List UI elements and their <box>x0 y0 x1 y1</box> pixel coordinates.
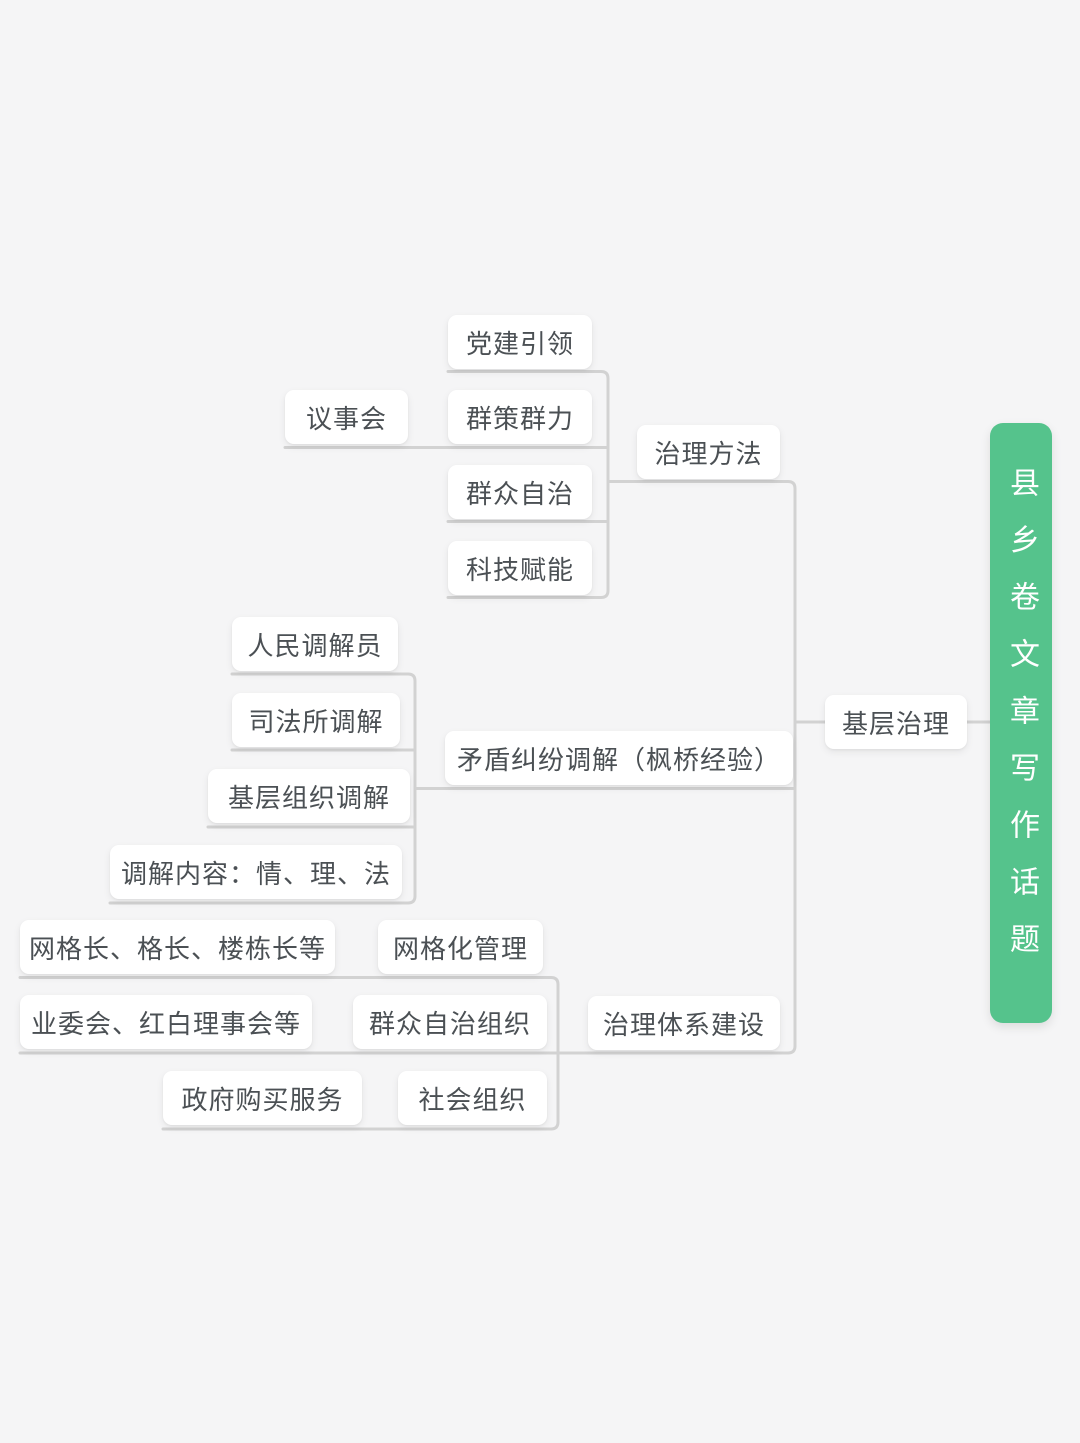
node-people-mediators[interactable]: 人民调解员 <box>232 617 398 671</box>
node-judicial-office-mediation[interactable]: 司法所调解 <box>232 693 400 747</box>
node-party-building-leadership[interactable]: 党建引领 <box>448 315 592 369</box>
node-grassroots-governance[interactable]: 基层治理 <box>825 695 967 749</box>
node-mediation-content[interactable]: 调解内容：情、理、法 <box>110 845 402 899</box>
node-grassroots-org-mediation[interactable]: 基层组织调解 <box>208 769 410 823</box>
connector-system-children-comb <box>18 976 560 1131</box>
node-dispute-mediation[interactable]: 矛盾纠纷调解（枫桥经验） <box>445 731 793 785</box>
node-social-orgs[interactable]: 社会组织 <box>398 1071 547 1125</box>
node-grid-leaders[interactable]: 网格长、格长、楼栋长等 <box>20 920 335 974</box>
node-tech-empowerment[interactable]: 科技赋能 <box>448 541 592 595</box>
connector-method-children-comb <box>446 370 610 599</box>
node-collective-effort[interactable]: 群策群力 <box>448 390 592 444</box>
node-gov-purchased-services[interactable]: 政府购买服务 <box>163 1071 362 1125</box>
node-governance-system[interactable]: 治理体系建设 <box>588 996 780 1050</box>
connector-trunk <box>18 480 797 1055</box>
root-topic-node[interactable]: 县乡卷文章写作话题 <box>990 423 1052 1023</box>
node-owner-committees[interactable]: 业委会、红白理事会等 <box>20 995 312 1049</box>
node-self-governance-orgs[interactable]: 群众自治组织 <box>353 995 547 1049</box>
node-governance-methods[interactable]: 治理方法 <box>637 425 780 479</box>
node-mass-self-governance[interactable]: 群众自治 <box>448 465 592 519</box>
node-grid-management[interactable]: 网格化管理 <box>378 920 543 974</box>
node-council[interactable]: 议事会 <box>285 390 408 444</box>
